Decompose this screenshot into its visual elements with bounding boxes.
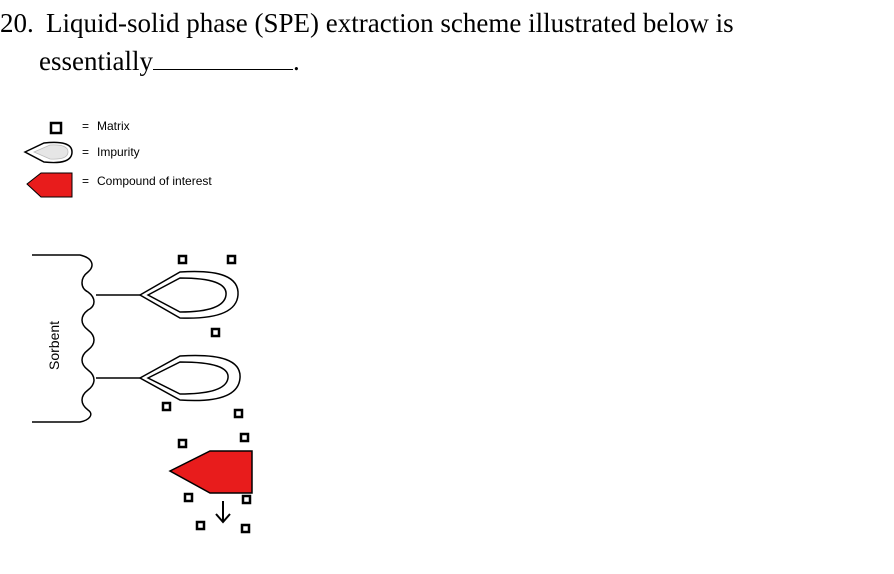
answer-blank[interactable] (152, 43, 293, 70)
question-text: Liquid-solid phase (SPE) extraction sche… (46, 8, 734, 38)
legend-label-matrix: Matrix (97, 119, 130, 133)
matrix-particle (240, 523, 251, 534)
matrix-particle (177, 254, 188, 265)
legend-label-impurity: Impurity (97, 145, 140, 159)
question-number: 20. (0, 8, 34, 38)
matrix-particle (161, 401, 172, 412)
legend: = Matrix = Impurity = Compound of intere… (23, 119, 212, 198)
question-line-2: essentially. (0, 42, 880, 80)
question-text-continued: essentially (39, 46, 153, 76)
legend-equals-compound: = (82, 174, 89, 188)
matrix-particle (183, 492, 194, 503)
bound-impurity-2 (96, 354, 241, 402)
sorbent-outline (32, 254, 95, 423)
matrix-particle (195, 520, 206, 531)
matrix-legend-icon (49, 121, 63, 135)
matrix-particle (241, 494, 252, 505)
impurity-legend-icon (23, 141, 73, 164)
sorbent: Sorbent (32, 254, 95, 423)
question-period: . (292, 46, 300, 76)
legend-equals-matrix: = (82, 119, 89, 133)
compound-of-interest (168, 450, 253, 494)
sorbent-label: Sorbent (46, 321, 62, 370)
matrix-particle (226, 254, 237, 265)
legend-label-compound: Compound of interest (97, 174, 212, 188)
question: 20. Liquid-solid phase (SPE) extraction s… (0, 4, 880, 80)
question-line-1: 20. Liquid-solid phase (SPE) extraction s… (0, 4, 880, 42)
legend-equals-impurity: = (82, 145, 89, 159)
matrix-particles (161, 254, 252, 534)
flow-down-arrow-icon (215, 501, 231, 524)
matrix-particle (239, 432, 250, 443)
matrix-particle (177, 438, 188, 449)
bound-impurity-1 (96, 270, 239, 319)
matrix-particle (210, 327, 221, 338)
matrix-particle (233, 408, 244, 419)
compound-legend-icon (26, 172, 73, 198)
